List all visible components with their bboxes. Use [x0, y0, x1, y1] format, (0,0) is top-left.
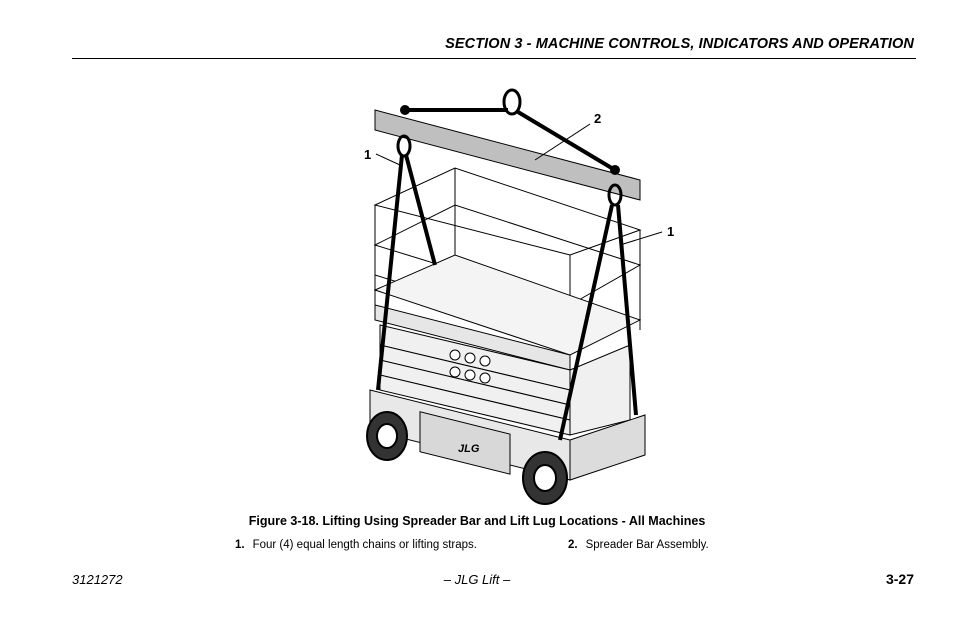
- lifting-ring: [502, 88, 522, 116]
- legend-number: 1.: [235, 539, 245, 551]
- lifting-chains: [376, 154, 638, 441]
- callout-1-left: 1: [364, 147, 371, 162]
- header-rule: [72, 58, 916, 59]
- legend-item-2: 2. Spreader Bar Assembly.: [568, 539, 709, 551]
- callout-1-right: 1: [667, 224, 674, 239]
- spreader-bar: [374, 109, 641, 201]
- callout-2: 2: [594, 111, 601, 126]
- legend-text: Four (4) equal length chains or lifting …: [252, 539, 477, 551]
- page-number: 3-27: [885, 571, 914, 587]
- scissor-lift-figure: JLG 2 1 1: [364, 88, 674, 505]
- front-wheel: [366, 411, 408, 461]
- doc-number: 3121272: [72, 572, 123, 587]
- decal-brand: JLG: [458, 443, 480, 455]
- rear-wheel: [522, 451, 568, 505]
- figure-caption: Figure 3-18. Lifting Using Spreader Bar …: [248, 514, 706, 528]
- footer-brand: – JLG Lift –: [443, 572, 511, 587]
- section-header: SECTION 3 - MACHINE CONTROLS, INDICATORS…: [445, 36, 914, 52]
- legend-text: Spreader Bar Assembly.: [585, 539, 709, 551]
- legend-number: 2.: [568, 539, 578, 551]
- legend-item-1: 1. Four (4) equal length chains or liftin…: [235, 539, 477, 551]
